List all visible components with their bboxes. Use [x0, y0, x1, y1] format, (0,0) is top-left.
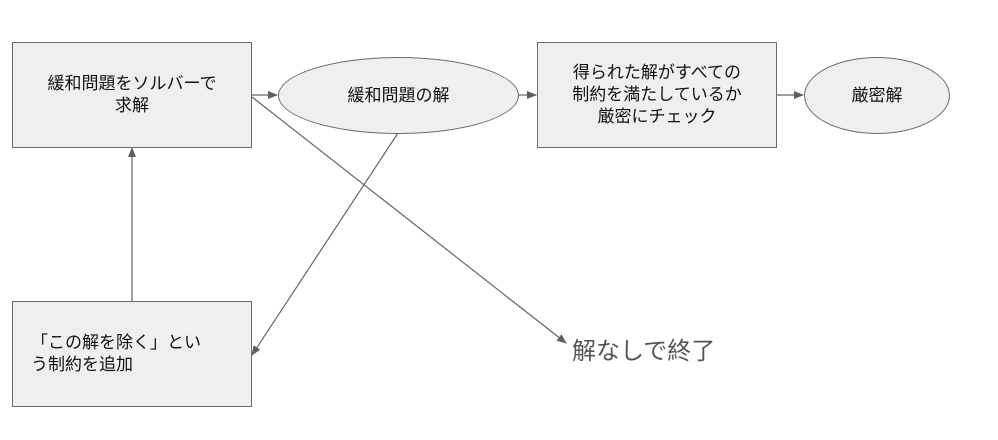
- node-solve-relaxed-problem[interactable]: 緩和問題をソルバーで 求解: [12, 42, 252, 148]
- edge-relaxed-solution-to-add-constraint: [251, 132, 399, 356]
- node-label: 解なしで終了: [572, 337, 716, 365]
- node-add-constraint[interactable]: 「この解を除く」とい う制約を追加: [12, 301, 252, 407]
- node-label: 得られた解がすべての 制約を満たしているか 厳密にチェック: [572, 63, 742, 127]
- node-strict-check[interactable]: 得られた解がすべての 制約を満たしているか 厳密にチェック: [537, 42, 777, 148]
- node-label: 緩和問題の解: [347, 85, 450, 106]
- edge-solve-to-no-solution: [251, 96, 567, 344]
- node-relaxed-solution[interactable]: 緩和問題の解: [278, 57, 519, 134]
- node-exact-solution[interactable]: 厳密解: [804, 57, 950, 134]
- node-label: 「この解を除く」とい う制約を追加: [31, 333, 201, 375]
- node-no-solution-end[interactable]: 解なしで終了: [572, 334, 742, 368]
- node-label: 厳密解: [851, 85, 903, 106]
- node-label: 緩和問題をソルバーで 求解: [47, 74, 217, 116]
